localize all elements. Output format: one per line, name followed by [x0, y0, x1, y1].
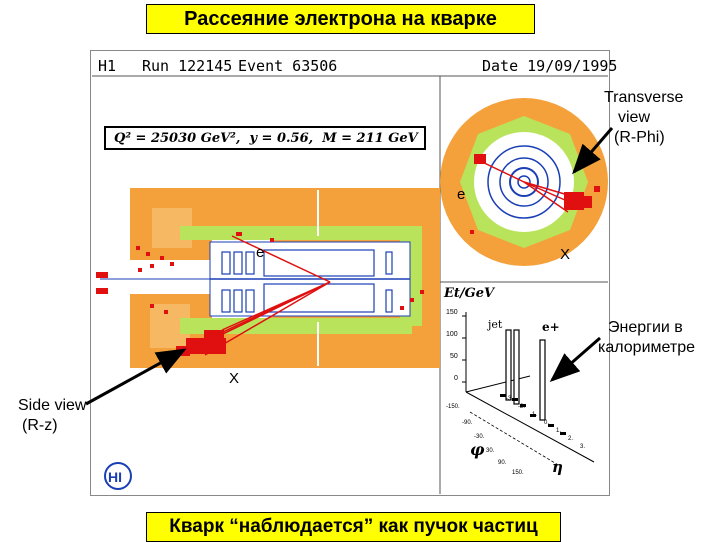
energy-label-line-2: калориметре [598, 339, 695, 356]
y-tick-100: 100 [446, 331, 458, 338]
positron-label: e+ [542, 320, 560, 334]
transverse-view [440, 98, 608, 266]
energy-label-line-1: Энергии в [608, 319, 683, 336]
quark-label-side: X [229, 370, 240, 387]
event-date: Date 19/09/1995 [482, 57, 618, 75]
kinematics-box: Q² = 25030 GeV², y = 0.56, M = 211 GeV [104, 126, 426, 150]
electron-label-transverse: e [457, 186, 466, 203]
energy-arrow [549, 336, 601, 382]
y-tick-150: 150 [446, 309, 458, 316]
side-view [96, 188, 440, 368]
jet-label: jet [488, 318, 503, 331]
phi-tick-5: 90. [498, 460, 507, 466]
eta-axis-label: η [552, 458, 563, 476]
energy-label: Энергии в калориметре [598, 318, 716, 358]
side-inner-top [180, 226, 412, 240]
transverse-arrow [572, 127, 614, 175]
side-view-arrow [85, 348, 187, 406]
side-label-line-2: (R-z) [22, 417, 58, 434]
event-number: Event 63506 [238, 57, 338, 75]
side-inner-bottom [180, 318, 412, 334]
positron-tower [539, 339, 546, 421]
transverse-hits [470, 154, 600, 234]
lego-plot [462, 312, 595, 467]
transverse-label-line-2: view [618, 109, 651, 126]
footer-caption: Кварк “наблюдается” как пучок частиц [146, 512, 561, 542]
tracker-segments [221, 249, 393, 313]
jet-tower-1 [505, 329, 512, 401]
quark-label-transverse: X [560, 246, 571, 263]
lego-small-cells [500, 394, 566, 435]
lego-axis-title: Et/GeV [444, 286, 495, 301]
phi-axis-label: φ [470, 440, 485, 459]
eta-tick-1: -3. [506, 396, 514, 402]
side-tracks [189, 235, 331, 356]
page-title: Рассеяние электрона на кварке [146, 4, 535, 34]
y-tick-50: 50 [450, 353, 458, 360]
transverse-view-label: Transverse view (R-Phi) [604, 88, 700, 148]
eta-tick-4: 0. [544, 420, 550, 426]
phi-tick-6: 150. [512, 470, 524, 476]
run-number: Run 122145 [142, 57, 233, 75]
h1-logo: HI [104, 462, 132, 490]
detector-name: H1 [98, 57, 117, 75]
y-tick-0: 0 [454, 375, 458, 382]
eta-tick-6: 2. [568, 436, 574, 442]
electron-label-side: e [256, 244, 265, 261]
svg-text:HI: HI [108, 469, 122, 485]
jet-tower-2 [513, 329, 520, 405]
m-value: M = 211 GeV [322, 130, 418, 146]
side-label-line-1: Side view [18, 397, 87, 414]
q2-value: Q² = 25030 GeV², [114, 130, 241, 146]
phi-tick-2: -90. [462, 420, 473, 426]
phi-tick-1: -150. [446, 404, 460, 410]
side-view-label: Side view (R-z) [18, 396, 100, 436]
transverse-label-line-1: Transverse [604, 89, 684, 106]
transverse-label-line-3: (R-Phi) [614, 129, 665, 146]
eta-tick-7: 3. [580, 444, 586, 450]
eta-tick-2: -2. [518, 404, 526, 410]
y-value: y = 0.56, [249, 130, 314, 146]
eta-tick-3: -1. [530, 412, 538, 418]
phi-tick-3: -30. [474, 434, 485, 440]
eta-tick-5: 1. [556, 428, 562, 434]
phi-tick-4: 30. [486, 448, 495, 454]
